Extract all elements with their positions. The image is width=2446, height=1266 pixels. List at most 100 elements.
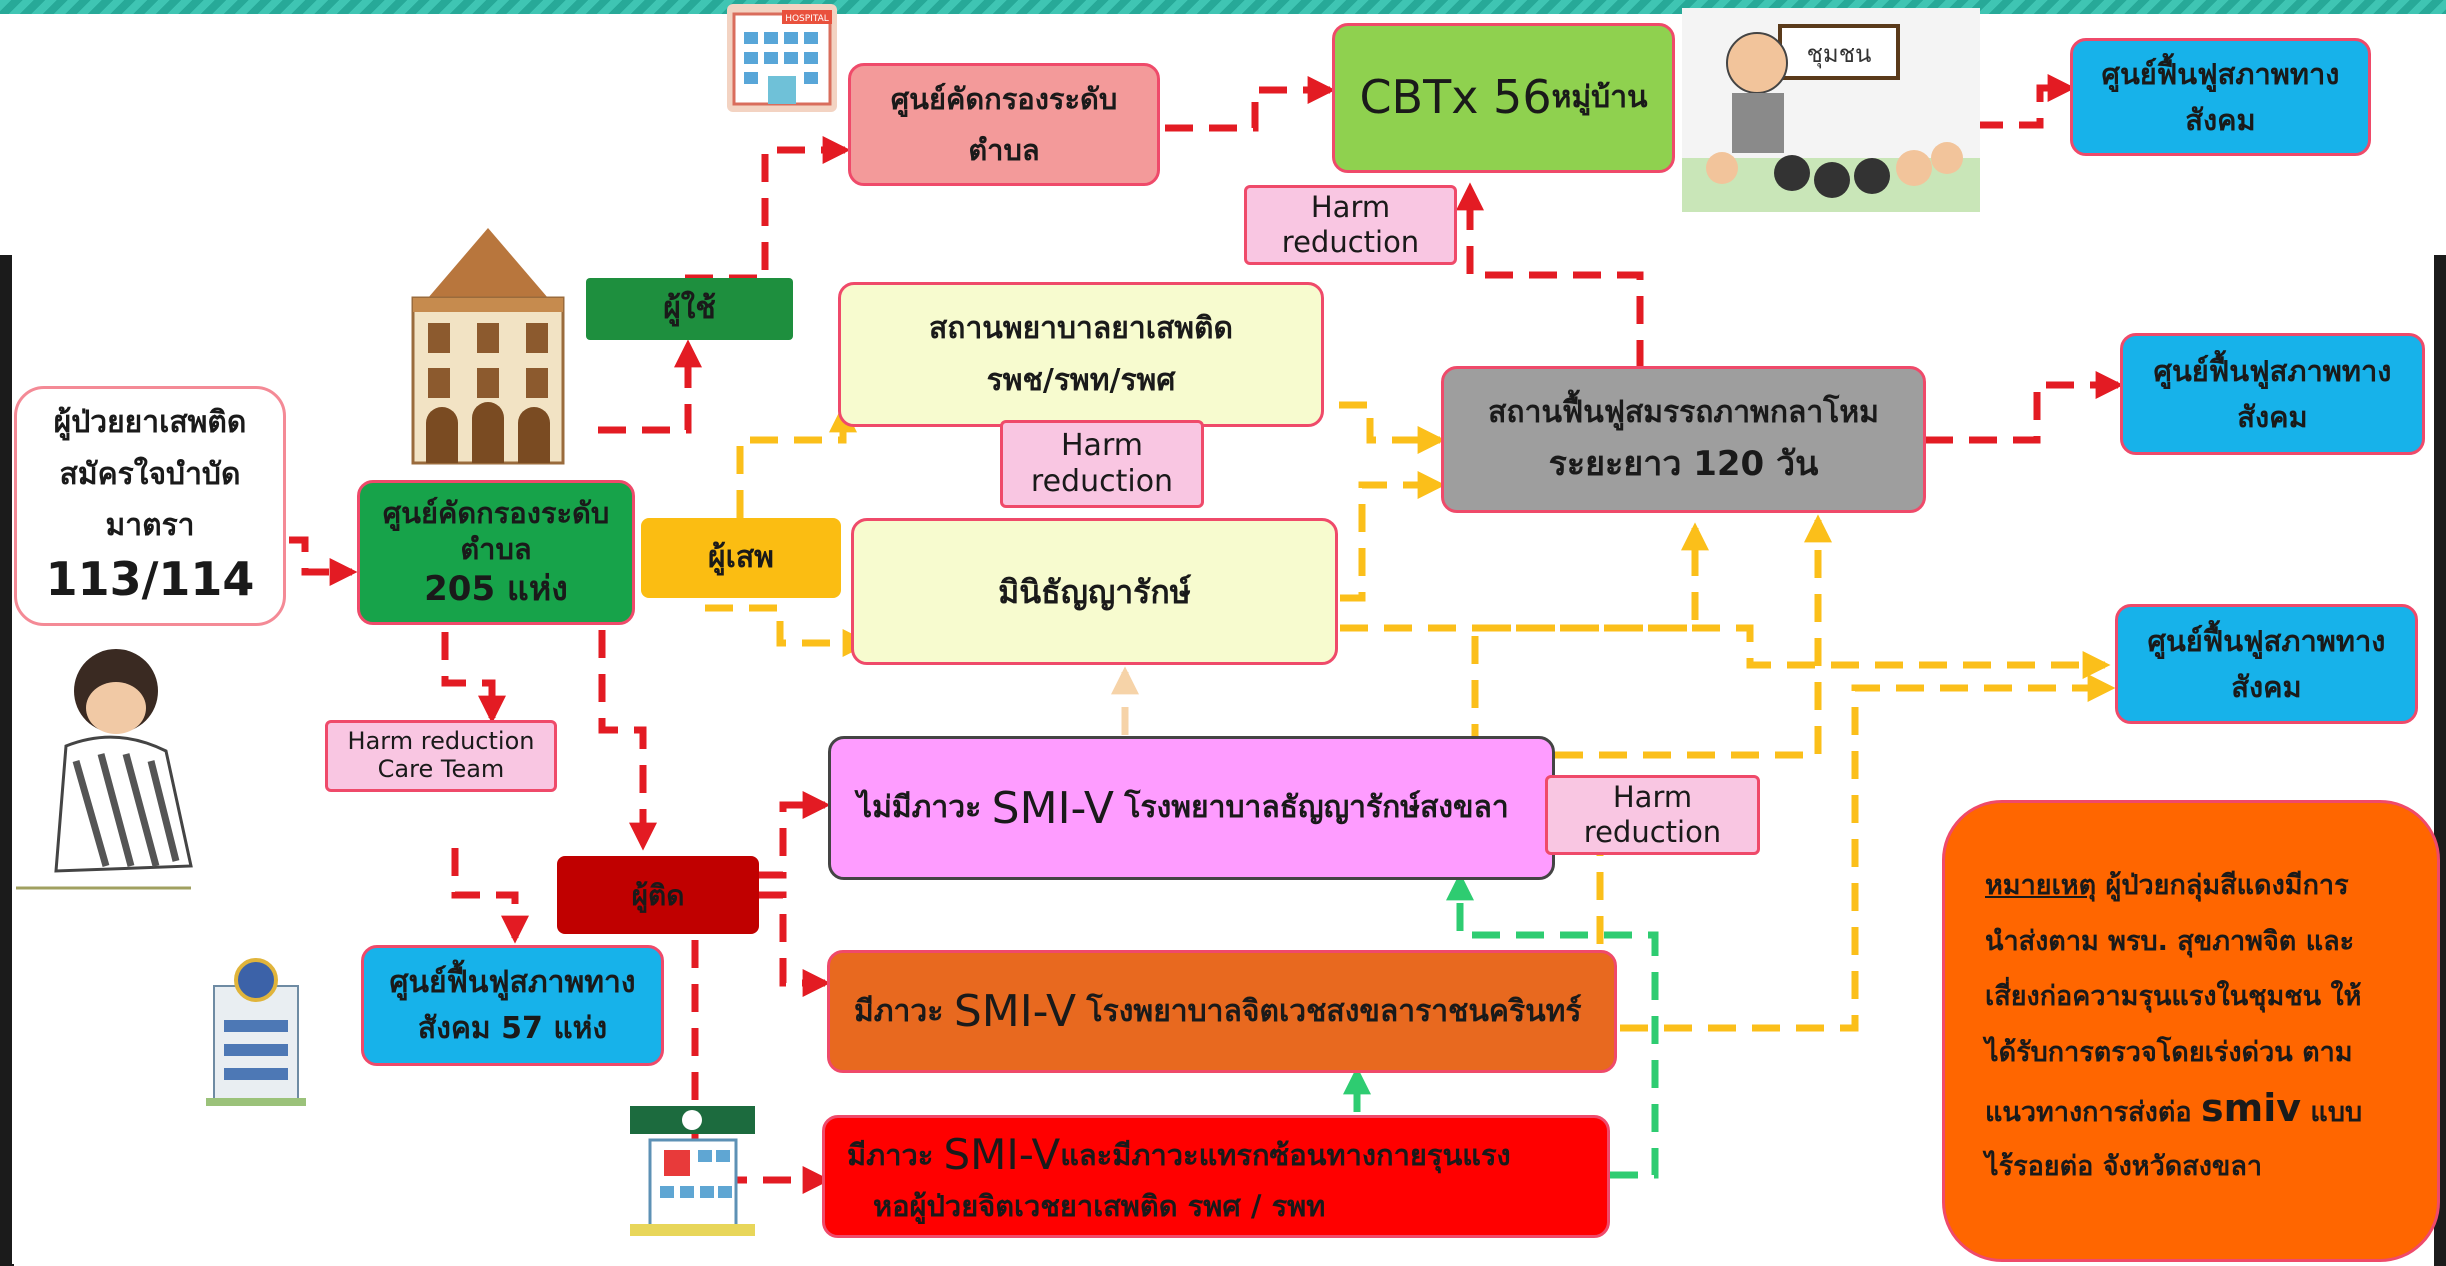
smiv-prefix: มีภาวะ xyxy=(854,993,954,1029)
patients-section-number: 113/114 xyxy=(45,551,255,606)
patients-line-1: ผู้ป่วยยาเสพติด xyxy=(53,405,247,440)
patients-box: ผู้ป่วยยาเสพติด สมัครใจบำบัด มาตรา 113/1… xyxy=(14,386,286,626)
addict-label: ผู้ติด xyxy=(631,878,685,912)
harm-reduction-label-1: Harm reduction xyxy=(1244,185,1457,265)
mini-thanyarak-label: มินิธัญญารักษ์ xyxy=(998,572,1191,611)
arrow-screening-to-user xyxy=(598,339,702,434)
arrow-abuser-to-mini xyxy=(705,604,871,657)
abuser-label: ผู้เสพ xyxy=(708,540,774,576)
user-box: ผู้ใช้ xyxy=(586,278,793,340)
arrow-abuser-to-drug-hospital xyxy=(736,404,857,518)
arrow-rehab-to-harm-1 xyxy=(1456,182,1644,368)
harm-reduction-label-3: Harm reduction xyxy=(1545,775,1760,855)
social-57-line-1: ศูนย์ฟื้นฟูสภาพทาง xyxy=(389,965,636,1000)
social-rehab-1-line-1: ศูนย์ฟื้นฟูสภาพทาง xyxy=(2101,56,2340,91)
screening-center-top: ศูนย์คัดกรองระดับ ตำบล xyxy=(848,63,1160,186)
screening-main-count: 205 แห่ง xyxy=(424,568,568,609)
rehab-line-1: สถานฟื้นฟูสมรรถภาพกลาโหม xyxy=(1488,394,1879,430)
no-smiv-code: SMI-V xyxy=(991,782,1114,834)
care-team-line-1: Harm reduction xyxy=(347,727,535,756)
note-line-5-suffix: แบบ xyxy=(2301,1096,2363,1128)
screening-top-line-2: ตำบล xyxy=(968,132,1040,167)
arrow-screening-to-addict xyxy=(598,630,657,851)
arrow-to-social-57 xyxy=(451,848,529,944)
social-rehab-1-line-2: สังคม xyxy=(2185,103,2256,137)
screening-main-line-1: ศูนย์คัดกรองระดับ xyxy=(382,496,610,530)
harm-2-line-2: reduction xyxy=(1030,464,1174,499)
harm-2-line-1: Harm xyxy=(1061,428,1143,463)
smiv-code: SMI-V xyxy=(953,986,1077,1037)
harm-3-line-1: Harm xyxy=(1612,780,1693,815)
arrow-mini-to-rehab xyxy=(1340,471,1446,602)
no-smiv-prefix: ไม่มีภาวะ xyxy=(857,790,992,826)
military-rehab-center: สถานฟื้นฟูสมรรถภาพกลาโหม ระยะยาว 120 วัน xyxy=(1441,366,1926,513)
addict-box: ผู้ติด xyxy=(557,856,759,934)
patients-line-3: มาตรา xyxy=(105,508,195,543)
harm-reduction-label-2: Harm reduction xyxy=(1000,420,1204,508)
drug-hospital-line-1: สถานพยาบาลยาเสพติด xyxy=(928,311,1234,346)
abuser-box: ผู้เสพ xyxy=(641,518,841,598)
arrow-mini-to-social-3 xyxy=(1340,624,2111,679)
severe-code: SMI-V xyxy=(943,1130,1061,1180)
social-rehab-center-57: ศูนย์ฟื้นฟูสภาพทาง สังคม 57 แห่ง xyxy=(361,945,664,1066)
smiv-severe-box: มีภาวะ SMI-V และมีภาวะแทรกซ้อนทางกายรุนแ… xyxy=(822,1115,1610,1238)
hospital-building-icon: HOSPITAL xyxy=(727,4,837,112)
arrow-mini-up-to-rehab xyxy=(1471,522,1709,752)
care-team-line-2: Care Team xyxy=(377,755,505,783)
note-smiv: smiv xyxy=(2201,1085,2302,1130)
harm-1-line-1: Harm xyxy=(1310,190,1391,225)
arrow-addict-to-smiv xyxy=(758,891,831,997)
note-line-6: ไร้รอยต่อ จังหวัดสงขลา xyxy=(1985,1150,2263,1182)
social-center-building-icon xyxy=(206,958,306,1106)
cbtx-count: CBTx 56 xyxy=(1359,70,1552,125)
user-label: ผู้ใช้ xyxy=(663,291,716,327)
cbtx-box: CBTx 56 หมู่บ้าน xyxy=(1332,23,1675,173)
health-office-building-icon xyxy=(630,1106,755,1236)
social-rehab-center-3: ศูนย์ฟื้นฟูสภาพทาง สังคม xyxy=(2115,604,2418,724)
arrow-top-screening-to-cbtx xyxy=(1165,76,1336,132)
social-rehab-center-2: ศูนย์ฟื้นฟูสภาพทาง สังคม xyxy=(2120,333,2425,455)
no-smiv-hospital: โรงพยาบาลธัญญารักษ์สงขลา xyxy=(1113,790,1509,826)
arrow-screening-to-harm-team xyxy=(441,632,506,724)
arrow-patient-to-screening xyxy=(245,536,358,586)
arrow-addict-to-no-smiv xyxy=(758,791,831,879)
harm-reduction-care-team: Harm reduction Care Team xyxy=(325,720,557,792)
harm-1-line-2: reduction xyxy=(1281,225,1420,259)
social-rehab-3-line-2: สังคม xyxy=(2231,670,2302,704)
smiv-hospital: โรงพยาบาลจิตเวชสงขลาราชนครินทร์ xyxy=(1076,993,1582,1029)
social-rehab-center-1: ศูนย์ฟื้นฟูสภาพทาง สังคม xyxy=(2070,38,2371,156)
social-57-line-2: สังคม 57 แห่ง xyxy=(417,1010,608,1046)
drug-hospital-line-2: รพช/รพท/รพศ xyxy=(986,362,1176,398)
social-rehab-2-line-1: ศูนย์ฟื้นฟูสภาพทาง xyxy=(2153,353,2392,388)
left-border-stripe xyxy=(0,255,14,1266)
arrow-user-to-top-screening xyxy=(685,136,851,282)
screening-top-line-1: ศูนย์คัดกรองระดับ xyxy=(890,82,1118,117)
arrow-cbtx-to-social-1 xyxy=(1975,74,2076,129)
screening-center-main: ศูนย์คัดกรองระดับ ตำบล 205 แห่ง xyxy=(357,480,635,625)
drug-treatment-hospital: สถานพยาบาลยาเสพติด รพช/รพท/รพศ xyxy=(838,282,1324,427)
no-smiv-box: ไม่มีภาวะ SMI-V โรงพยาบาลธัญญารักษ์สงขลา xyxy=(828,736,1555,880)
cbtx-unit: หมู่บ้าน xyxy=(1551,80,1648,116)
hospital-sign-text: HOSPITAL xyxy=(785,14,829,24)
community-meeting-illustration: ชุมชน xyxy=(1682,8,1980,212)
harm-3-line-2: reduction xyxy=(1583,815,1722,849)
note-box: หมายเหตุ ผู้ป่วยกลุ่มสีแดงมีการ นำส่งตาม… xyxy=(1942,800,2440,1262)
note-line-2: นำส่งตาม พรบ. สุขภาพจิต และ xyxy=(1985,925,2355,957)
note-heading: หมายเหตุ xyxy=(1985,870,2097,901)
severe-complication: และมีภาวะแทรกซ้อนทางกายรุนแรง xyxy=(1060,1138,1511,1173)
note-line-3: เสี่ยงก่อความรุนแรงในชุมชน ให้ xyxy=(1985,981,2362,1013)
arrow-severe-to-no-smiv xyxy=(1446,872,1659,1179)
smiv-box: มีภาวะ SMI-V โรงพยาบาลจิตเวชสงขลาราชนคริ… xyxy=(827,950,1617,1073)
severe-prefix: มีภาวะ xyxy=(847,1138,944,1173)
community-sign-text: ชุมชน xyxy=(1807,40,1872,69)
arrow-rehab-to-social-2 xyxy=(1925,371,2124,444)
note-line-1: ผู้ป่วยกลุ่มสีแดงมีการ xyxy=(2096,870,2349,901)
arrow-no-smiv-to-rehab xyxy=(1555,514,1832,759)
note-line-4: ได้รับการตรวจโดยเร่งด่วน ตาม xyxy=(1985,1037,2353,1069)
rehab-line-2: ระยะยาว 120 วัน xyxy=(1548,444,1819,484)
arrow-drug-hospital-to-rehab xyxy=(1295,401,1446,454)
mini-thanyarak-box: มินิธัญญารักษ์ xyxy=(851,518,1338,665)
note-line-5-prefix: แนวทางการส่งต่อ xyxy=(1985,1096,2201,1128)
arrow-smiv-to-social-3 xyxy=(1620,674,2116,1032)
